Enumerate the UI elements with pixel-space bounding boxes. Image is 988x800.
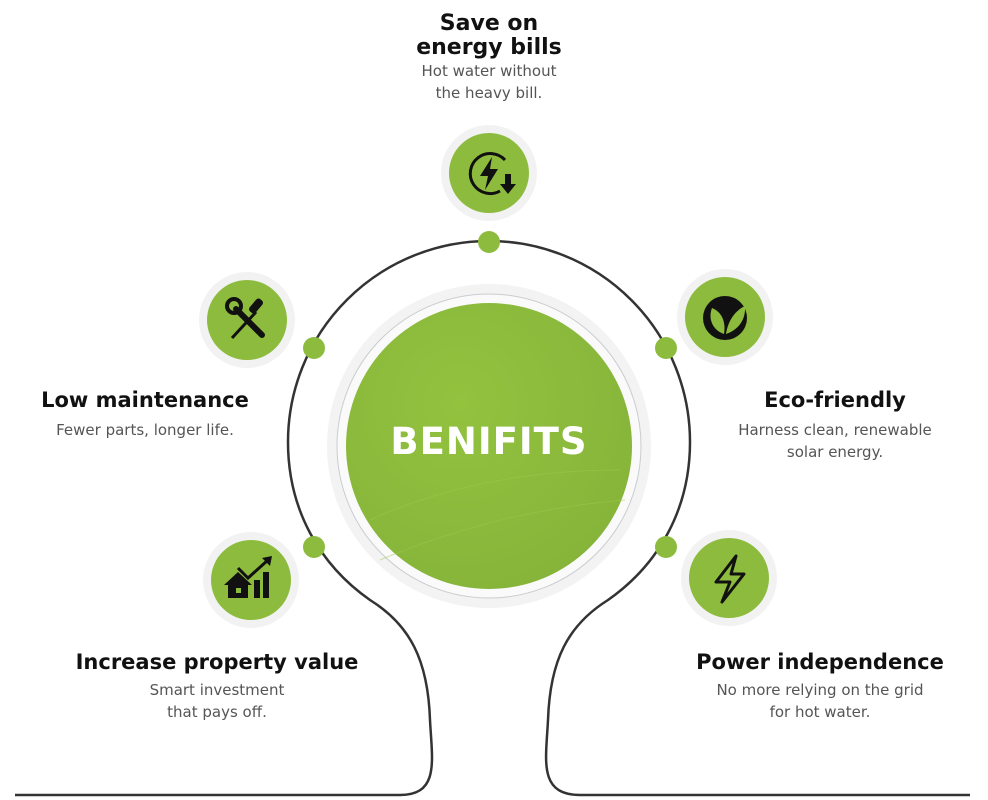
benefit-desc: solar energy. <box>786 443 884 461</box>
center-circle <box>346 303 632 589</box>
benefit-desc: for hot water. <box>769 703 871 721</box>
benefit-desc: Fewer parts, longer life. <box>56 421 234 439</box>
benefit-title: Power independence <box>696 650 944 674</box>
house-growth-icon <box>203 532 299 628</box>
benefit-eco-friendly: Eco-friendly Harness clean, renewable so… <box>705 388 965 463</box>
connector-dots <box>303 231 677 558</box>
energy-saving-icon <box>441 125 537 221</box>
benefit-title: Eco-friendly <box>764 388 906 412</box>
benefit-title: Save on <box>439 11 539 36</box>
benefit-desc: the heavy bill. <box>435 84 543 102</box>
benefit-desc: Hot water without <box>421 62 557 80</box>
benefit-save-energy: Save on energy bills Hot water without t… <box>389 12 589 104</box>
leaf-icon <box>677 269 773 365</box>
center-title: BENIFITS <box>390 420 588 463</box>
lightning-icon <box>681 530 777 626</box>
benefit-desc: that pays off. <box>167 703 267 721</box>
benefit-low-maintenance: Low maintenance Fewer parts, longer life… <box>20 388 270 441</box>
benefit-desc: No more relying on the grid <box>716 681 924 699</box>
tools-icon <box>199 272 295 368</box>
benefit-title: Low maintenance <box>41 388 249 412</box>
benefit-desc: Smart investment <box>149 681 285 699</box>
benefit-desc: Harness clean, renewable <box>738 421 932 439</box>
benefit-title: Increase property value <box>75 650 359 674</box>
benefit-power-independence: Power independence No more relying on th… <box>670 650 970 723</box>
benefit-title: energy bills <box>416 35 562 60</box>
benefit-property-value: Increase property value Smart investment… <box>57 650 377 723</box>
